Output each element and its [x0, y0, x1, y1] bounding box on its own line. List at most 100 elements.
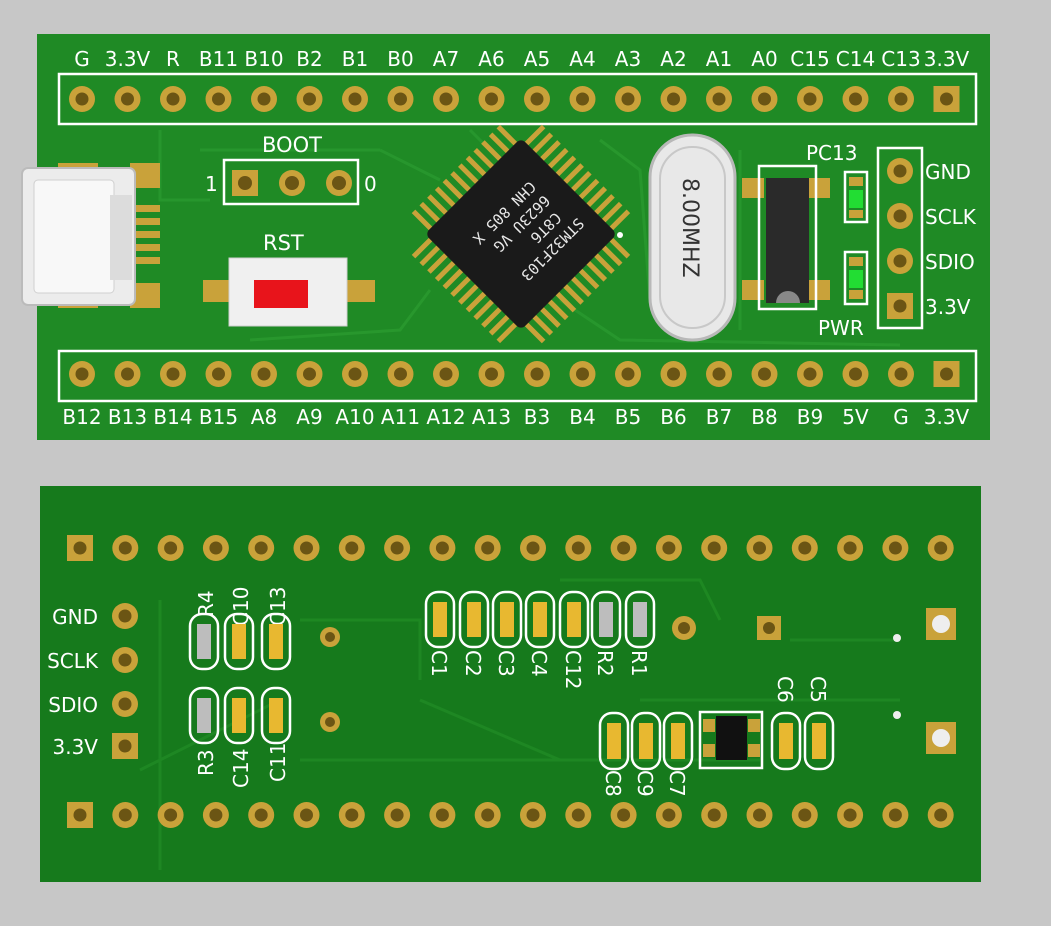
- header-pin-hole: [485, 92, 498, 106]
- cap-outline: [223, 686, 255, 745]
- component-label: C11: [266, 743, 290, 782]
- crystal-oscillator: 8.00MHZ: [648, 133, 737, 342]
- pin-label: A4: [569, 47, 595, 71]
- cap-outline: [424, 590, 456, 649]
- pin-label: 3.3V: [105, 47, 151, 71]
- rst-pad: [203, 280, 233, 302]
- header-pin-hole: [348, 367, 362, 381]
- cap-outline: [491, 590, 523, 649]
- mcu-pin: [585, 259, 608, 282]
- via-hole: [325, 632, 335, 642]
- header-pin-hole: [934, 808, 948, 822]
- boot-left-label: 1: [205, 172, 218, 196]
- cap-body: [232, 698, 246, 733]
- reg-pad: [808, 178, 830, 198]
- header-pin-hole: [254, 541, 268, 555]
- reg-outline: [757, 164, 818, 311]
- header-pin-hole: [803, 367, 817, 381]
- header-pin-hole: [435, 541, 449, 555]
- reg-pad: [808, 280, 830, 300]
- mcu-body: [427, 140, 615, 328]
- cap-body: [607, 723, 621, 759]
- mcu-pin: [592, 194, 615, 217]
- rst-cap: [254, 280, 308, 308]
- header-pin-hole: [526, 541, 540, 555]
- pin-label: B10: [244, 47, 283, 71]
- pin-label: GND: [925, 160, 971, 184]
- component-label: C14: [229, 749, 253, 788]
- bottom-regulator: [698, 710, 764, 770]
- header-pin-hole: [166, 92, 180, 106]
- cap-body: [467, 602, 481, 637]
- pin-label: C3: [494, 650, 518, 677]
- header-pin-hole: [257, 92, 271, 106]
- reg-pad: [742, 178, 764, 198]
- cap-outline: [558, 590, 590, 649]
- mcu-pin: [523, 124, 546, 147]
- led-pad: [849, 177, 863, 186]
- mcu-pin: [569, 170, 592, 193]
- mcu-pin: [554, 290, 577, 313]
- mcu-pin: [457, 282, 480, 305]
- pin-label: A2: [660, 47, 686, 71]
- cap-body: [269, 698, 283, 733]
- mcu-pin: [488, 132, 511, 155]
- resistor-outline: [624, 590, 656, 649]
- cap-outline: [223, 612, 255, 671]
- header-pin-hole: [667, 92, 680, 106]
- boot-label: BOOT: [262, 133, 322, 157]
- mcu-pin: [592, 251, 615, 274]
- header-pin-hole: [707, 541, 721, 555]
- header-pin-hole: [345, 808, 359, 822]
- pin-label: A5: [524, 47, 550, 71]
- via-hole: [325, 717, 335, 727]
- led-pad: [849, 290, 863, 299]
- pin-label: SDIO: [48, 693, 98, 717]
- header-pin-hole: [345, 541, 359, 555]
- header-pin-hole: [888, 541, 902, 555]
- mcu-pin: [577, 178, 600, 201]
- boot-outline: [222, 158, 360, 206]
- reset-button: RST: [203, 231, 375, 327]
- mcu-pin: [496, 321, 519, 344]
- mcu-pin: [600, 244, 623, 267]
- pin-label: C4: [527, 650, 551, 677]
- header-pin-hole: [571, 541, 585, 555]
- header-pin-hole: [530, 367, 544, 381]
- header-pin-hole: [798, 541, 812, 555]
- bottom-traces: [139, 578, 900, 870]
- header-pin-hole: [758, 92, 771, 106]
- pin-label: G: [893, 405, 909, 429]
- header-pin-hole: [73, 808, 87, 822]
- header-pin-hole: [621, 367, 635, 381]
- header-pin-hole: [118, 609, 132, 623]
- header-pin-hole: [843, 541, 857, 555]
- component-label: C13: [266, 587, 290, 626]
- mcu-pin1-dot: [617, 232, 623, 238]
- pin-label: B11: [199, 47, 238, 71]
- usb-side: [110, 195, 132, 280]
- mcu-pin: [546, 147, 569, 170]
- led-lens: [849, 190, 863, 208]
- resistor-body: [633, 602, 647, 637]
- resistor-outline: [188, 686, 220, 745]
- header-pin-hole: [212, 92, 225, 106]
- pin-label: C8: [601, 770, 625, 797]
- header-pin-hole: [712, 92, 726, 106]
- cap-body: [812, 723, 826, 759]
- crystal-pad-hole: [763, 622, 775, 634]
- pin-label: B14: [153, 405, 192, 429]
- resistor-body: [599, 602, 613, 637]
- cap-body: [639, 723, 653, 759]
- mcu-pin: [465, 155, 488, 178]
- pin-label: B8: [751, 405, 777, 429]
- header-pin-hole: [348, 92, 362, 106]
- header-pin-hole: [753, 808, 766, 822]
- mcu-pin: [481, 140, 504, 163]
- header-pin-hole: [712, 367, 726, 381]
- pin-label: G: [74, 47, 90, 71]
- crystal-can: [648, 133, 737, 342]
